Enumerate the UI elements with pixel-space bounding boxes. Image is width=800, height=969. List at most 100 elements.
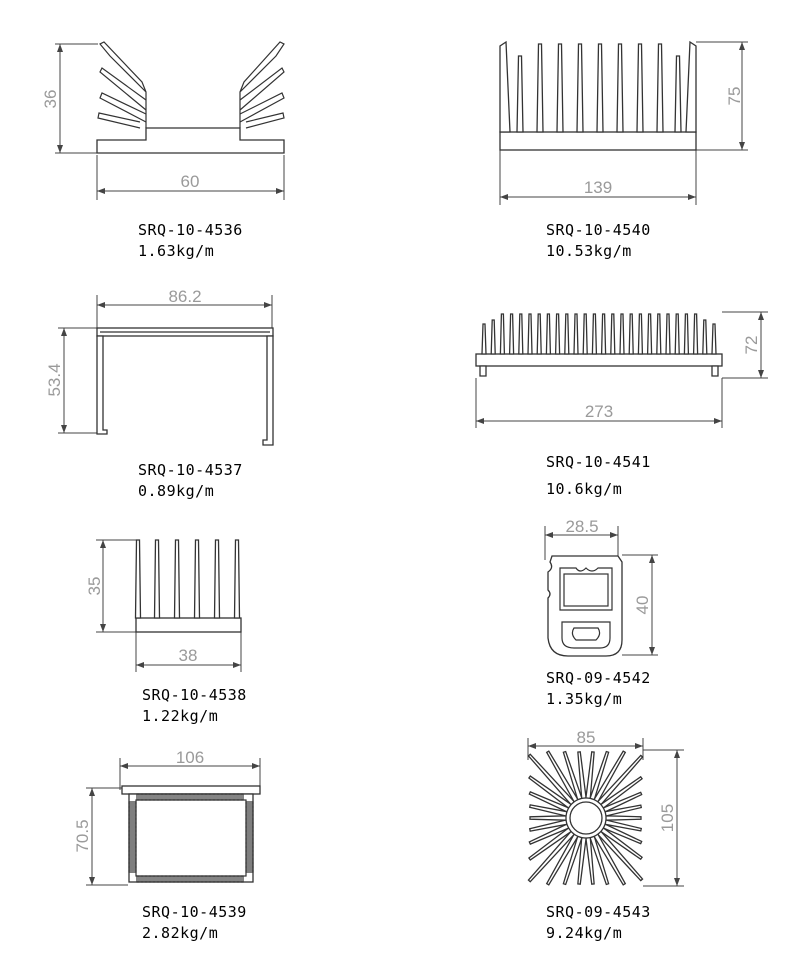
fin [545, 750, 579, 803]
fin [545, 833, 579, 886]
fin [593, 750, 627, 803]
profile-drawing-4538: 35 38 [85, 539, 242, 672]
fin [562, 835, 583, 886]
fin [556, 43, 564, 133]
fin [180, 793, 184, 801]
profile-caption: SRQ-09-4542 1.35kg/m [546, 668, 651, 710]
fin [628, 313, 634, 355]
fin [527, 313, 533, 355]
fin [528, 791, 570, 813]
dim-height: 75 [725, 87, 744, 106]
fin [602, 823, 643, 845]
dim-width: 28.5 [565, 517, 598, 536]
profile-caption: SRQ-09-4543 9.24kg/m [546, 902, 651, 944]
profile-caption: SRQ-10-4537 0.89kg/m [138, 460, 243, 502]
profile-caption: SRQ-10-4539 2.82kg/m [142, 902, 247, 944]
fin [188, 793, 192, 801]
fin [702, 319, 708, 355]
fin [536, 313, 542, 355]
dim-width: 273 [585, 402, 613, 421]
fin [577, 836, 587, 885]
fin [180, 875, 184, 883]
fin [245, 853, 254, 857]
fin [616, 43, 624, 133]
fin [245, 849, 254, 853]
profile-drawing-4540: 75 139 [499, 40, 748, 205]
fin [128, 813, 137, 817]
fin [596, 43, 604, 133]
fin [128, 833, 137, 837]
fin [153, 539, 161, 619]
fin [602, 791, 643, 813]
fin [545, 313, 552, 355]
fin [204, 793, 208, 801]
fin [148, 875, 152, 883]
fin [208, 875, 212, 883]
profile-code: SRQ-09-4542 [546, 669, 651, 687]
fin [220, 875, 224, 883]
dim-width: 85 [577, 728, 596, 747]
fin [605, 815, 642, 821]
fin [245, 865, 254, 869]
fin [173, 539, 181, 619]
fin [200, 875, 204, 883]
fin [245, 845, 254, 849]
fin [172, 875, 176, 883]
fin [216, 793, 220, 801]
fin [176, 793, 180, 801]
fin [136, 875, 140, 883]
fin [134, 539, 142, 619]
fin [128, 849, 137, 853]
fin [508, 313, 515, 355]
dim-height: 53.4 [45, 363, 64, 396]
fin [528, 819, 568, 832]
fin [245, 805, 254, 809]
profile-drawing-4536: 36 60 [41, 41, 285, 200]
fin [128, 865, 137, 869]
profile-card-4537: 86.2 53.4 SRQ-10-4537 0.89kg/m [0, 280, 380, 510]
fin [128, 805, 137, 809]
fin [637, 313, 644, 355]
fin [554, 313, 561, 355]
profile-code: SRQ-10-4539 [142, 903, 247, 921]
fin [599, 775, 643, 809]
fin [213, 539, 221, 619]
fin [236, 875, 240, 883]
dim-height: 36 [41, 90, 60, 109]
profile-code: SRQ-10-4541 [546, 453, 651, 471]
fin [156, 793, 160, 801]
fin [528, 823, 570, 845]
fin [144, 793, 148, 801]
profile-weight: 1.22kg/m [142, 707, 219, 725]
fin [128, 837, 137, 841]
fin [128, 825, 137, 829]
fin [619, 313, 625, 355]
fin [128, 869, 137, 873]
fin [128, 817, 137, 821]
fin [674, 55, 682, 133]
fin [585, 751, 595, 800]
fin [245, 825, 254, 829]
fin [516, 55, 524, 133]
profile-caption: SRQ-10-4536 1.63kg/m [138, 220, 243, 262]
profile-weight: 9.24kg/m [546, 924, 623, 942]
fin [208, 793, 212, 801]
profile-card-4541: 72 273 SRQ-10-4541 10.6kg/m [400, 280, 800, 510]
profile-drawing-4543: 85 105 [527, 728, 684, 887]
fin [573, 313, 579, 355]
fin [240, 793, 244, 801]
fin [128, 821, 137, 825]
dim-width: 106 [176, 748, 204, 767]
fin [674, 313, 680, 355]
profile-code: SRQ-10-4540 [546, 221, 651, 239]
fin [536, 43, 544, 133]
fin [128, 857, 137, 861]
fin [140, 793, 144, 801]
fin [184, 793, 188, 801]
fin [212, 793, 216, 801]
fin [245, 861, 254, 865]
fin [168, 793, 172, 801]
fin [596, 754, 644, 806]
fin [233, 539, 241, 619]
fin [528, 775, 573, 809]
